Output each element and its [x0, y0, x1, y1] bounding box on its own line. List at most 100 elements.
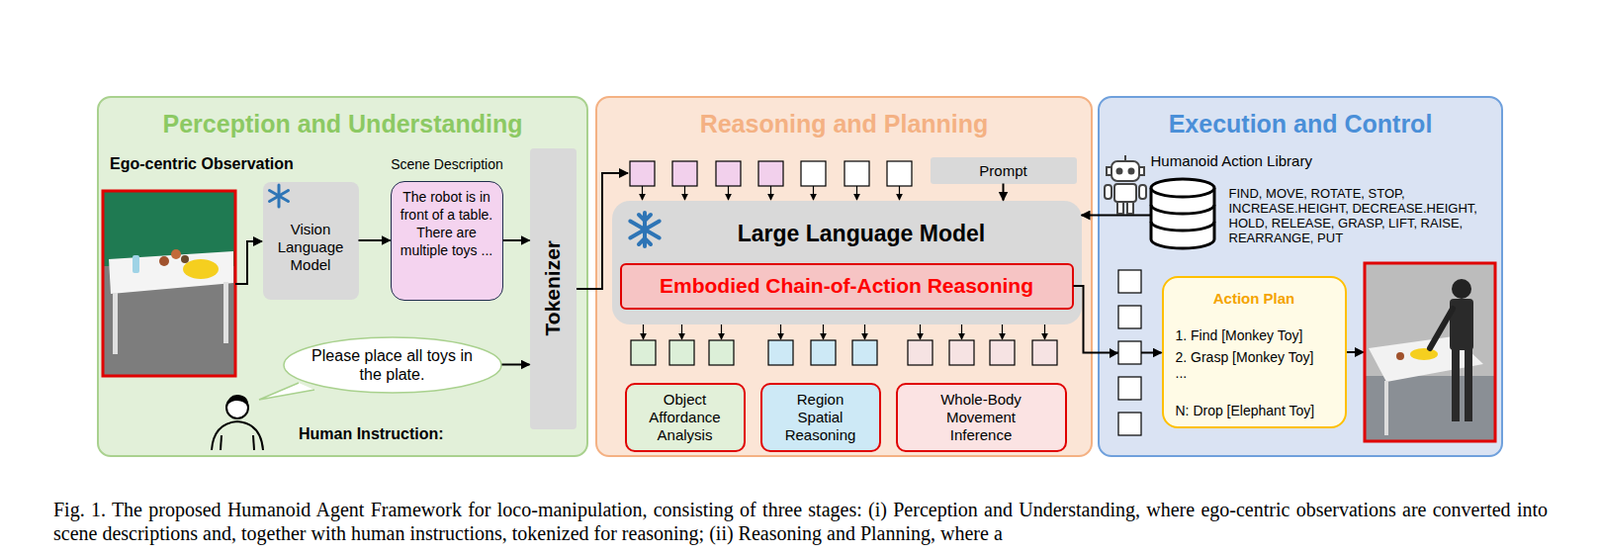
snowflake-stroke	[638, 238, 645, 245]
snowflake-stroke	[269, 190, 289, 202]
photo-toy	[180, 255, 189, 264]
token-arrow	[961, 324, 963, 340]
token-arrow	[770, 185, 772, 200]
analysis-box: Object Affordance Analysis	[624, 382, 746, 452]
photo-floor	[102, 190, 236, 376]
photo-table-leg	[223, 281, 229, 344]
photo-bottle	[132, 255, 140, 273]
database-icon	[1151, 178, 1215, 249]
stage-panel: Execution and ControlHumanoid Action Lib…	[1097, 95, 1504, 457]
token-square	[630, 340, 656, 365]
reasoning-tokens	[630, 340, 1058, 365]
token-arrow	[898, 185, 900, 200]
panel-title: Perception and Understanding	[98, 109, 587, 139]
panel-title: Execution and Control	[1099, 109, 1502, 139]
snowflake-stroke	[642, 212, 647, 247]
photo-robot-torso	[1449, 298, 1474, 351]
photo-robot-arm	[1429, 308, 1453, 349]
analysis-label: Object Affordance Analysis	[633, 390, 737, 445]
plan-box: Action Plan 1. Find [Monkey Toy] 2. Grasp …	[1161, 275, 1347, 429]
photo-table	[1368, 336, 1484, 382]
action-library: Humanoid Action LibraryFIND, MOVE, ROTAT…	[1151, 148, 1498, 250]
snowflake-stroke	[629, 221, 659, 239]
flow-arrow	[502, 363, 531, 366]
snowflake-stroke	[629, 221, 659, 239]
robot-eye	[1117, 169, 1123, 175]
tokenizer-bar: Tokenizer	[530, 148, 577, 430]
analysis-label: Whole-Body Movement Inference	[925, 390, 1037, 445]
robot-head	[1111, 161, 1140, 181]
token-arrow	[727, 185, 729, 200]
bubble-shape	[283, 337, 502, 393]
robot-arm	[1139, 184, 1147, 199]
reasoning-box: Embodied Chain-of-Action Reasoning	[620, 263, 1074, 310]
token-square	[758, 161, 784, 186]
snowflake-stroke	[644, 214, 651, 221]
token-square	[989, 340, 1015, 365]
library-heading: Humanoid Action Library	[1151, 152, 1313, 170]
token-square	[1032, 340, 1058, 365]
plan-heading: Action Plan	[1163, 289, 1345, 307]
token-square	[852, 340, 878, 365]
analysis-label: Region Spatial Reasoning	[776, 390, 866, 445]
token-arrow	[1001, 324, 1003, 340]
token-arrow	[864, 324, 866, 340]
token-square	[672, 161, 698, 186]
photo-robot-head	[1451, 278, 1472, 299]
robot-ear	[1139, 167, 1145, 176]
input-tokens	[629, 161, 912, 186]
photo-curtain	[102, 190, 236, 267]
photo-table-leg	[112, 292, 118, 355]
flow-arrow	[1346, 351, 1364, 354]
photo-table-leg	[1384, 380, 1389, 436]
plan-step: 1. Find [Monkey Toy]	[1175, 327, 1304, 344]
flow-arrow	[235, 241, 263, 284]
photo-frame	[102, 190, 236, 376]
photo-toy	[171, 249, 181, 260]
tokenizer-label: Tokenizer	[540, 240, 565, 336]
arrow-head	[1109, 348, 1119, 358]
description-box: Scene DescriptionThe robot is in front o…	[390, 180, 504, 301]
model-box: Large Language ModelEmbodied Chain-of-Ac…	[612, 200, 1082, 325]
photo-robot-leg	[1451, 348, 1460, 422]
output-tokens	[1118, 269, 1142, 436]
speech-tail	[259, 382, 315, 400]
reasoning-label: Embodied Chain-of-Action Reasoning	[659, 273, 1034, 298]
database-top	[1151, 178, 1215, 197]
flow-arrow	[503, 239, 531, 242]
speech-bubble: Please place all toys in the plate.	[282, 336, 503, 394]
token-arrow	[1044, 324, 1046, 340]
plan-step: N: Drop [Elephant Toy]	[1175, 402, 1316, 419]
frozen-icon	[629, 212, 659, 247]
stage-panel: Reasoning and PlanningPromptLarge Langua…	[595, 95, 1093, 457]
database-body	[1151, 187, 1215, 249]
frozen-icon	[269, 184, 289, 207]
plan-step: 2. Grasp [Monkey Toy]	[1175, 349, 1315, 365]
person-arm	[220, 435, 222, 450]
photo-table	[108, 251, 234, 294]
token-square	[709, 340, 734, 365]
photo-toy	[1396, 352, 1405, 360]
stage-panel: Perception and UnderstandingVision Langu…	[96, 95, 589, 457]
token-square	[1118, 305, 1142, 329]
photo-robot-leg	[1464, 348, 1473, 422]
person-body	[211, 421, 264, 450]
token-square	[887, 161, 912, 186]
snowflake-stroke	[638, 214, 645, 221]
token-square	[629, 161, 655, 186]
box-body: The robot is in front of a table. There …	[399, 187, 495, 260]
flow-arrow	[1073, 285, 1162, 354]
robot-leg	[1127, 201, 1134, 214]
photo-toy	[159, 256, 170, 267]
token-arrow	[684, 185, 686, 200]
token-arrows	[642, 185, 900, 200]
photo-plate	[1410, 348, 1438, 360]
person-hair	[226, 394, 249, 407]
token-arrow	[641, 185, 643, 200]
token-square	[800, 161, 826, 186]
token-arrow	[856, 185, 858, 200]
robot-body	[1114, 183, 1137, 202]
model-box: Vision Language Model	[263, 181, 359, 300]
